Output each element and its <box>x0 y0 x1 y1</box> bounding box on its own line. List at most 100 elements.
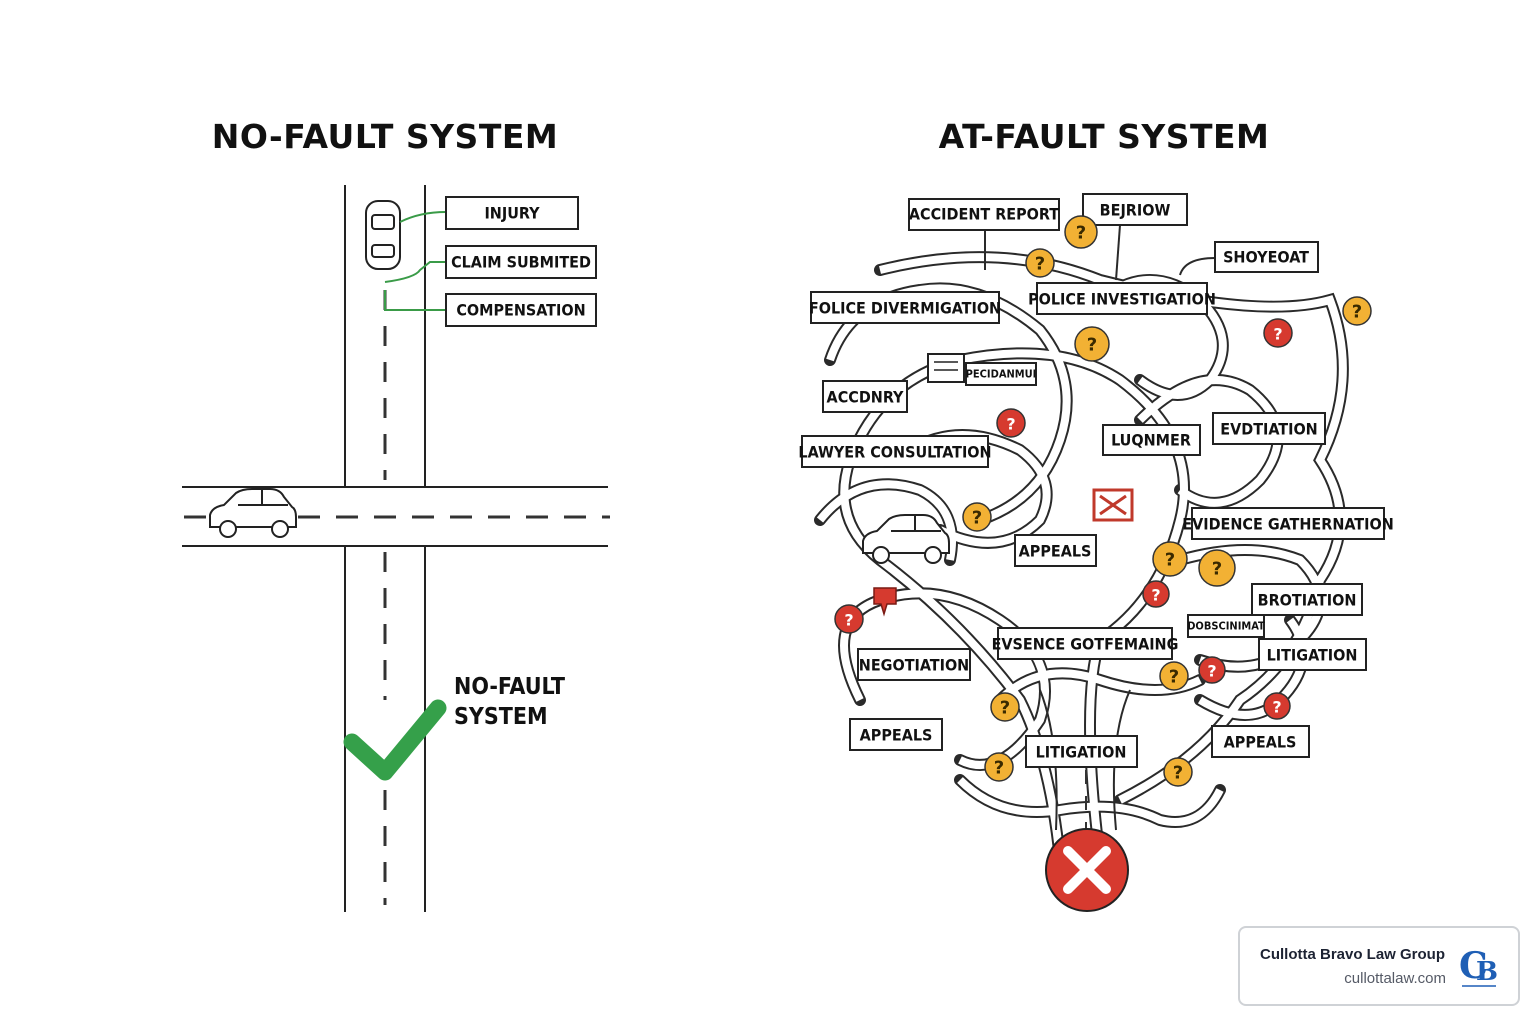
question-icon: ? <box>990 692 1020 722</box>
label-negotiation: NEGOTIATION <box>857 648 971 681</box>
svg-text:FOLICE DIVERMIGATION: FOLICE DIVERMIGATION <box>809 299 1001 318</box>
svg-text:?: ? <box>1087 335 1097 356</box>
horizontal-road <box>182 486 610 547</box>
svg-text:BEJRIOW: BEJRIOW <box>1100 201 1171 220</box>
svg-text:?: ? <box>1173 763 1183 784</box>
svg-text:COMPENSATION: COMPENSATION <box>456 301 585 320</box>
question-icon: ? <box>1025 248 1055 278</box>
label-evidence-gathernation: EVIDENCE GATHERNATION <box>1182 507 1394 540</box>
label-police-investigation: POLICE INVESTIGATION <box>1028 282 1216 315</box>
check-mark-icon <box>343 699 447 781</box>
question-alert-icon: ? <box>1263 692 1291 720</box>
question-icon: ? <box>984 752 1014 782</box>
question-icon: ? <box>962 502 992 532</box>
svg-text:ACCDNRY: ACCDNRY <box>827 388 904 407</box>
svg-text:?: ? <box>1076 223 1086 244</box>
svg-text:POLICE INVESTIGATION: POLICE INVESTIGATION <box>1028 290 1216 309</box>
question-alert-icon: ? <box>996 408 1026 438</box>
label-bejriow: BEJRIOW <box>1082 193 1188 226</box>
label-evsence-gotfemaing: EVSENCE GOTFEMAING <box>992 627 1179 660</box>
svg-text:LITIGATION: LITIGATION <box>1036 743 1127 762</box>
svg-text:EVIDENCE GATHERNATION: EVIDENCE GATHERNATION <box>1182 515 1393 534</box>
label-dobscinimat: DOBSCINIMAT <box>1187 614 1265 638</box>
question-icon: ? <box>1342 296 1372 326</box>
question-icon: ? <box>1074 326 1110 362</box>
svg-text:?: ? <box>1272 698 1281 717</box>
question-alert-icon: ? <box>1142 580 1170 608</box>
label-pecidanmui: PECIDANMUI <box>965 362 1037 386</box>
label-appeals-right: APPEALS <box>1211 725 1310 758</box>
step-injury: INJURY <box>445 196 579 230</box>
svg-text:?: ? <box>1207 662 1216 681</box>
svg-text:APPEALS: APPEALS <box>1019 542 1092 561</box>
label-appeals-center: APPEALS <box>1014 534 1097 567</box>
car-top-view <box>365 200 401 270</box>
svg-text:SHOYEOAT: SHOYEOAT <box>1223 248 1309 267</box>
result-label-line1: NO-FAULT <box>454 674 565 700</box>
question-alert-icon: ? <box>1198 656 1226 684</box>
question-icon: ? <box>1152 541 1188 577</box>
warning-map-icon <box>1092 488 1134 522</box>
label-accdnry: ACCDNRY <box>822 380 908 413</box>
question-icon: ? <box>1198 549 1236 587</box>
svg-text:?: ? <box>994 758 1004 779</box>
svg-text:APPEALS: APPEALS <box>860 726 933 745</box>
label-brotiation: BROTIATION <box>1251 583 1363 616</box>
svg-text:INJURY: INJURY <box>484 204 540 223</box>
no-fault-title: NO-FAULT SYSTEM <box>212 117 558 156</box>
svg-text:LUQNMER: LUQNMER <box>1111 431 1191 450</box>
svg-text:C: C <box>1459 945 1488 987</box>
label-luqnmer: LUQNMER <box>1102 424 1201 456</box>
label-accident-report: ACCIDENT REPORT <box>908 198 1060 231</box>
label-folice-divermigation: FOLICE DIVERMIGATION <box>809 291 1001 324</box>
result-label-line2: SYSTEM <box>454 704 548 730</box>
svg-text:?: ? <box>1006 415 1015 434</box>
svg-text:?: ? <box>972 508 982 529</box>
svg-text:?: ? <box>844 611 853 630</box>
brand-url[interactable]: cullottalaw.com <box>1344 970 1446 987</box>
flag-marker-icon <box>873 587 897 617</box>
svg-text:CLAIM SUBMITED: CLAIM SUBMITED <box>451 253 591 272</box>
brand-logo-icon: C B <box>1459 945 1498 987</box>
step-compensation: COMPENSATION <box>445 293 597 327</box>
label-lawyer-consultation: LAWYER CONSULTATION <box>798 435 992 468</box>
svg-text:?: ? <box>1169 667 1179 688</box>
label-evdtiation: EVDTIATION <box>1212 412 1326 445</box>
svg-text:?: ? <box>1352 302 1362 323</box>
at-fault-title: AT-FAULT SYSTEM <box>939 117 1270 156</box>
x-mark-icon <box>1045 828 1129 912</box>
label-appeals-left: APPEALS <box>849 718 943 751</box>
question-alert-icon: ? <box>834 604 864 634</box>
step-claim-submitted: CLAIM SUBMITED <box>445 245 597 279</box>
svg-text:APPEALS: APPEALS <box>1224 733 1297 752</box>
svg-text:NEGOTIATION: NEGOTIATION <box>859 656 969 675</box>
svg-text:LITIGATION: LITIGATION <box>1267 646 1358 665</box>
svg-text:?: ? <box>1151 586 1160 605</box>
svg-text:EVSENCE GOTFEMAING: EVSENCE GOTFEMAING <box>992 635 1179 654</box>
label-litigation-bottom: LITIGATION <box>1025 735 1138 768</box>
step-connectors <box>384 211 447 311</box>
brand-name: Cullotta Bravo Law Group <box>1260 946 1446 963</box>
svg-text:EVDTIATION: EVDTIATION <box>1220 420 1317 439</box>
brand-badge[interactable]: Cullotta Bravo Law Group cullottalaw.com… <box>1238 926 1520 1006</box>
label-litigation-right: LITIGATION <box>1258 638 1367 671</box>
svg-text:?: ? <box>1212 559 1222 580</box>
svg-text:?: ? <box>1000 698 1010 719</box>
svg-text:?: ? <box>1273 325 1282 344</box>
svg-text:ACCIDENT REPORT: ACCIDENT REPORT <box>909 205 1059 224</box>
document-icon <box>927 353 965 383</box>
question-alert-icon: ? <box>1263 318 1293 348</box>
label-shoyeoat: SHOYEOAT <box>1214 241 1319 273</box>
car-in-maze <box>862 514 950 564</box>
question-icon: ? <box>1159 661 1189 691</box>
svg-text:?: ? <box>1035 254 1045 275</box>
svg-text:B: B <box>1476 957 1498 987</box>
vertical-road <box>344 185 426 912</box>
svg-text:?: ? <box>1165 550 1175 571</box>
question-icon: ? <box>1064 215 1098 249</box>
svg-text:PECIDANMUI: PECIDANMUI <box>966 368 1037 381</box>
svg-text:BROTIATION: BROTIATION <box>1258 591 1357 610</box>
svg-text:LAWYER CONSULTATION: LAWYER CONSULTATION <box>798 443 991 462</box>
question-icon: ? <box>1163 757 1193 787</box>
